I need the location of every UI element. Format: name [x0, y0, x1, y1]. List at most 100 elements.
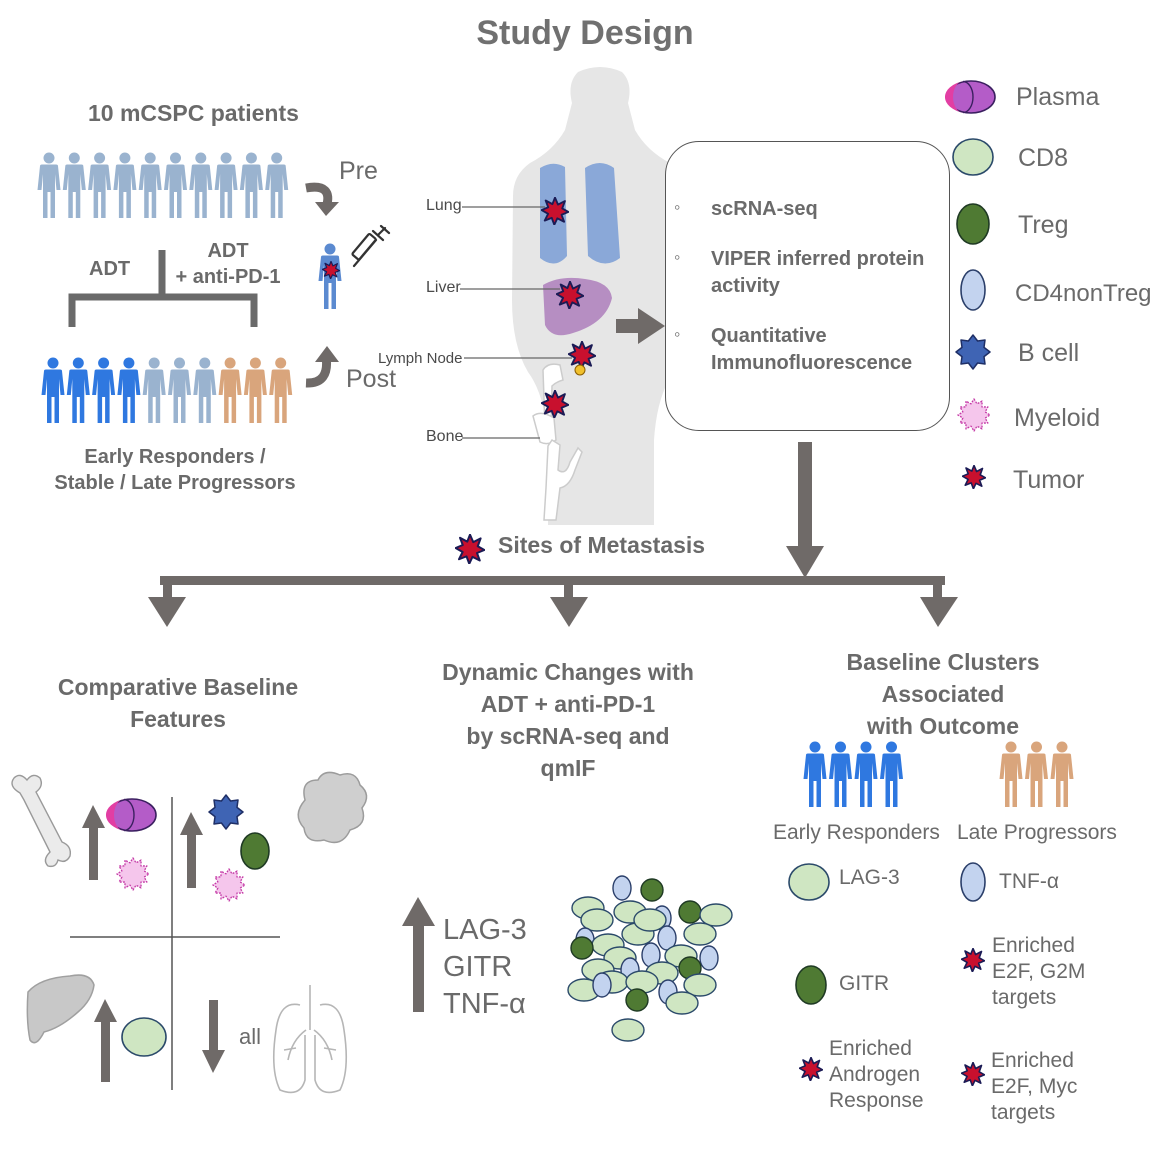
- site-label-bone: Bone: [426, 428, 464, 445]
- legend-label-plasma: Plasma: [1016, 83, 1100, 111]
- baseline-cells: [106, 794, 270, 1057]
- lung-icon: [272, 985, 348, 1094]
- panel-dynamic-title: Dynamic Changes with ADT + anti-PD-1 by …: [442, 659, 694, 781]
- metastasis-tumor-icon: [455, 534, 485, 564]
- method-item: ◦ scRNA-seq: [674, 197, 818, 220]
- post-curved-arrow: [305, 346, 339, 388]
- cluster-gitr-label: GITR: [839, 972, 890, 995]
- method-item: ◦ VIPER inferred protein activity: [674, 247, 925, 297]
- pre-patient-icon: [113, 152, 137, 218]
- post-patient-icon: [92, 357, 116, 423]
- baseline-arrows: [82, 805, 225, 1082]
- post-patient-icon: [218, 357, 242, 423]
- treg-cell: [678, 900, 702, 924]
- body-to-methods-arrow: [616, 308, 665, 344]
- all-label: all: [239, 1024, 262, 1049]
- bone-icon: [11, 774, 72, 868]
- post-patient-icon: [117, 357, 141, 423]
- post-patient-row: [41, 357, 293, 423]
- pre-curved-arrow: [305, 182, 339, 216]
- pre-patient-icon: [189, 152, 213, 218]
- site-label-lung: Lung: [426, 197, 462, 214]
- pre-patient-icon: [214, 152, 238, 218]
- cell-cluster: [567, 875, 733, 1042]
- outcome-groups-label: Early Responders / Stable / Late Progres…: [54, 446, 296, 494]
- cd8-cell: [611, 1018, 645, 1042]
- pre-patient-icon: [88, 152, 112, 218]
- cd8-cell: [699, 903, 733, 927]
- pre-patient-icon: [37, 152, 61, 218]
- pre-patient-row: [37, 152, 289, 218]
- site-leader-lines: [460, 206, 572, 439]
- cluster-cells: [788, 862, 986, 1086]
- pre-patient-icon: [138, 152, 162, 218]
- outcome-patient-icons: [803, 741, 1074, 807]
- lymph-node-icon: [297, 771, 368, 844]
- legend-label-bcell: B cell: [1018, 339, 1080, 367]
- legend-label-treg: Treg: [1018, 211, 1069, 239]
- late-progressors-label: Late Progressors: [957, 821, 1117, 844]
- cd8-cell: [633, 908, 667, 932]
- post-label: Post: [346, 365, 397, 393]
- syringe-icon: [351, 224, 391, 268]
- marker-tnfa: TNF-α: [443, 988, 526, 1020]
- early-responders-label: Early Responders: [773, 821, 940, 844]
- site-label-liver: Liver: [426, 279, 461, 296]
- cd4-cell: [592, 972, 612, 998]
- pre-patient-icon: [62, 152, 86, 218]
- late-e2f-g2m-label: Enriched E2F, G2M targets: [992, 934, 1086, 1009]
- legend-label-cd4nontreg: CD4nonTreg: [1015, 280, 1152, 307]
- late-progressor-icon: [999, 741, 1023, 807]
- sites-of-metastasis-caption: Sites of Metastasis: [498, 532, 706, 558]
- post-patient-icon: [168, 357, 191, 423]
- cd8-cell: [683, 922, 717, 946]
- cd8-cell: [580, 908, 614, 932]
- method-item: ◦ Quantitative Immunofluorescence: [674, 324, 913, 374]
- arm-combo-label: ADT + anti-PD-1: [175, 240, 281, 288]
- treated-patient-icon: [318, 243, 342, 309]
- cluster-lag3-label: LAG-3: [839, 866, 900, 889]
- legend-icons: [945, 80, 996, 489]
- distribution-arrows: [148, 576, 958, 627]
- arm-adt-label: ADT: [89, 258, 131, 280]
- post-patient-icon: [269, 357, 293, 423]
- early-responder-icon: [854, 741, 878, 807]
- legend-label-tumor: Tumor: [1013, 466, 1085, 494]
- page-title: Study Design: [476, 14, 694, 52]
- pre-label: Pre: [339, 157, 378, 185]
- late-progressor-icon: [1050, 741, 1074, 807]
- treg-cell: [570, 936, 594, 960]
- pre-patient-icon: [239, 152, 263, 218]
- early-responder-icon: [880, 741, 903, 807]
- early-androgen-label: Enriched Androgen Response: [829, 1037, 924, 1112]
- post-patient-icon: [243, 357, 267, 423]
- pre-patient-icon: [164, 152, 187, 218]
- late-progressor-icon: [1025, 741, 1048, 807]
- panel-baseline-title: Comparative Baseline Features: [57, 674, 299, 732]
- cd4-cell: [699, 945, 719, 971]
- patients-heading: 10 mCSPC patients: [88, 100, 299, 126]
- site-label-lymph-node: Lymph Node: [378, 350, 463, 367]
- treg-cell: [640, 878, 664, 902]
- post-patient-icon: [66, 357, 90, 423]
- methods-down-arrow: [786, 442, 824, 578]
- treatment-bracket: [68, 250, 258, 327]
- methods-box: [665, 141, 950, 431]
- post-patient-icon: [142, 357, 166, 423]
- legend-label-cd8: CD8: [1018, 144, 1069, 172]
- baseline-quadrants: [70, 797, 280, 1090]
- marker-lag3: LAG-3: [443, 914, 527, 946]
- early-responder-icon: [803, 741, 827, 807]
- cluster-tnfa-label: TNF-α: [999, 870, 1059, 893]
- post-patient-icon: [41, 357, 65, 423]
- post-patient-icon: [193, 357, 217, 423]
- liver-icon: [26, 974, 95, 1044]
- marker-gitr: GITR: [443, 951, 513, 983]
- panel-clusters-title: Baseline Clusters Associated with Outcom…: [846, 649, 1040, 739]
- body-silhouette: [512, 67, 690, 525]
- methods-list: ◦ scRNA-seq ◦ VIPER inferred protein act…: [674, 196, 944, 377]
- dynamic-markers: LAG-3 GITR TNF-α: [443, 912, 527, 1023]
- pre-patient-icon: [265, 152, 289, 218]
- treg-cell: [625, 988, 649, 1012]
